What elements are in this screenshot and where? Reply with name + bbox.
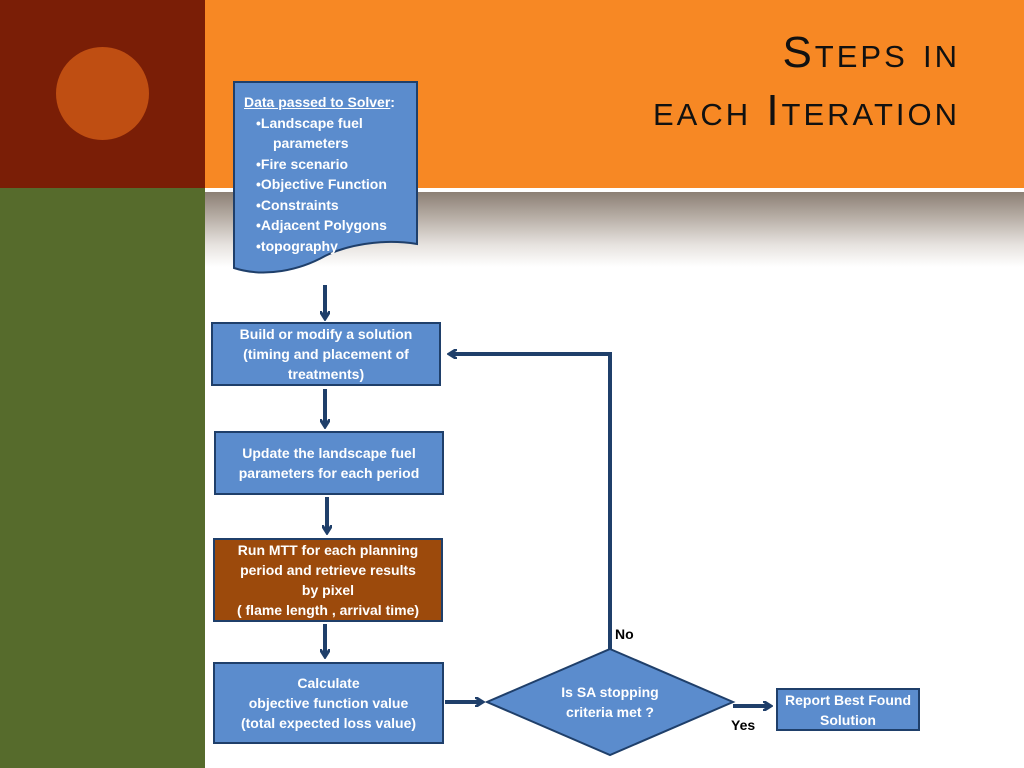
- banner-divider: [205, 188, 1024, 192]
- box-line: period and retrieve results: [240, 562, 416, 578]
- box-line: Build or modify a solution: [239, 326, 413, 342]
- decision-diamond: [484, 647, 736, 757]
- run-mtt-box: Run MTT for each planning period and ret…: [213, 538, 443, 622]
- box-line: Calculate: [297, 675, 360, 691]
- document-heading-text: Data passed to Solver: [244, 94, 391, 110]
- box-line: Solution: [820, 711, 876, 728]
- document-item-text: •Landscape fuel: [256, 114, 363, 131]
- box-line: by pixel: [301, 582, 355, 598]
- document-item: •Constraints: [256, 196, 339, 213]
- calculate-objective-box: Calculate objective function value (tota…: [213, 662, 444, 744]
- document-heading: Data passed to Solver:: [244, 92, 416, 113]
- document-heading-suffix: :: [390, 94, 395, 110]
- box-line: Update the landscape fuel: [242, 445, 416, 461]
- box-line: parameters for each period: [238, 465, 420, 481]
- arrow-no-loop: [450, 354, 612, 649]
- title-line-2: each Iteration: [652, 86, 960, 135]
- box-line: Report Best Found: [785, 691, 911, 708]
- yes-branch-label: Yes: [731, 717, 756, 733]
- box-line: ( flame length , arrival time): [236, 602, 420, 618]
- document-item: •Landscape fuel parameters: [256, 113, 416, 154]
- update-parameters-box: Update the landscape fuel parameters for…: [214, 431, 444, 495]
- box-line: objective function value: [248, 695, 409, 711]
- document-item: •topography: [256, 237, 338, 254]
- decision-text: Is SA stopping criteria met ?: [535, 682, 685, 722]
- report-solution-box: Report Best Found Solution: [776, 688, 920, 731]
- box-line: (total expected loss value): [240, 715, 417, 731]
- document-item: •Fire scenario: [256, 155, 349, 172]
- data-document: Data passed to Solver: •Landscape fuel pa…: [244, 92, 416, 256]
- decision-line: Is SA stopping: [561, 684, 659, 700]
- no-branch-label: No: [615, 626, 634, 642]
- document-item-list: •Landscape fuel parameters •Fire scenario…: [244, 113, 416, 257]
- document-item: •Adjacent Polygons: [256, 217, 387, 233]
- document-item: •Objective Function: [256, 176, 387, 192]
- decorative-circle: [56, 47, 149, 140]
- data-document-shape: [233, 81, 418, 274]
- left-bottom-panel: [0, 188, 205, 768]
- slide-title: Steps in each Iteration: [653, 24, 960, 140]
- build-solution-box: Build or modify a solution (timing and p…: [211, 322, 441, 386]
- title-line-1: Steps in: [782, 28, 960, 77]
- decision-line: criteria met ?: [566, 704, 654, 720]
- box-line: treatments): [287, 366, 365, 382]
- box-line: (timing and placement of: [243, 346, 409, 362]
- document-item-text-cont: parameters: [273, 135, 349, 151]
- box-line: Run MTT for each planning: [237, 542, 419, 558]
